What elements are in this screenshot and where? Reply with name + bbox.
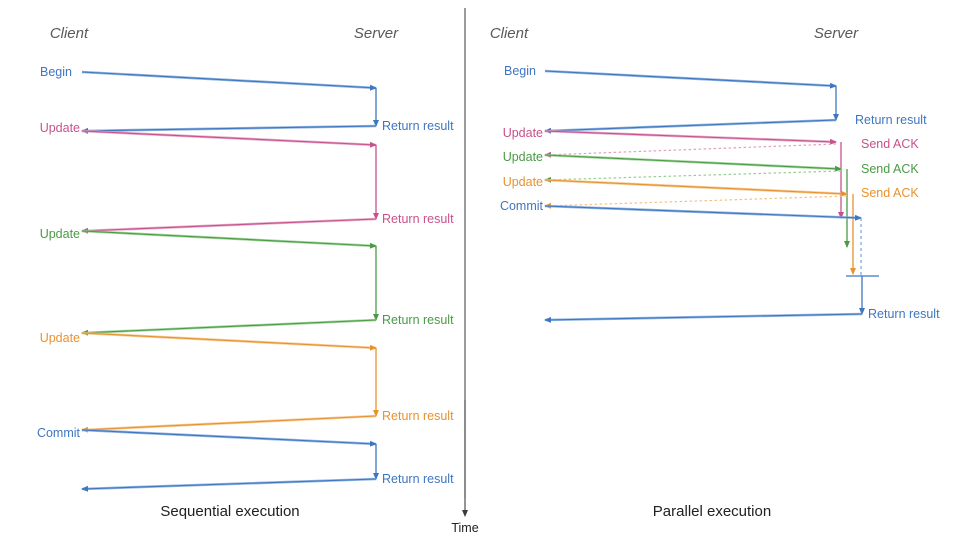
server-label-return-result-4-sequential: Return result bbox=[382, 472, 454, 486]
server-label-return-result-4-parallel: Return result bbox=[868, 307, 940, 321]
client-label-update-1-sequential: Update bbox=[40, 121, 80, 135]
message-commit-response-sequential bbox=[81, 478, 377, 492]
message-update1-request-parallel bbox=[544, 130, 837, 145]
panel-caption-sequential: Sequential execution bbox=[160, 503, 299, 520]
server-label-send-ack-1-parallel: Send ACK bbox=[861, 137, 919, 151]
server-label-return-result-2-sequential: Return result bbox=[382, 313, 454, 327]
client-label-update-2-parallel: Update bbox=[503, 150, 543, 164]
message-update1-ack-parallel bbox=[544, 143, 837, 158]
message-update2-request-sequential bbox=[81, 230, 377, 249]
message-update2-request-parallel bbox=[544, 154, 842, 172]
lane-header-client-parallel: Client bbox=[490, 25, 529, 42]
server-label-return-result-0-sequential: Return result bbox=[382, 119, 454, 133]
server-label-return-result-3-sequential: Return result bbox=[382, 409, 454, 423]
message-update3-response-sequential bbox=[81, 415, 377, 433]
message-begin-response-parallel bbox=[544, 119, 837, 134]
message-update3-request-sequential bbox=[81, 332, 377, 351]
message-update1-response-sequential bbox=[81, 218, 377, 234]
lane-header-client-sequential: Client bbox=[50, 25, 89, 42]
client-label-update-1-parallel: Update bbox=[503, 126, 543, 140]
message-update2-ack-parallel bbox=[544, 170, 842, 183]
client-label-begin-0-parallel: Begin bbox=[504, 64, 536, 78]
lane-header-server-sequential: Server bbox=[354, 25, 399, 42]
message-commit-response-parallel bbox=[544, 313, 863, 323]
client-label-commit-4-parallel: Commit bbox=[500, 199, 544, 213]
message-update2-response-sequential bbox=[81, 319, 377, 336]
server-label-return-result-0-parallel: Return result bbox=[855, 113, 927, 127]
divider-layer: Time bbox=[451, 8, 479, 535]
message-update1-request-sequential bbox=[81, 130, 377, 148]
client-label-begin-0-sequential: Begin bbox=[40, 65, 72, 79]
client-label-update-3-parallel: Update bbox=[503, 175, 543, 189]
lane-header-server-parallel: Server bbox=[814, 25, 859, 42]
message-begin-request-sequential bbox=[81, 71, 377, 91]
client-label-commit-4-sequential: Commit bbox=[37, 426, 81, 440]
server-label-send-ack-3-parallel: Send ACK bbox=[861, 186, 919, 200]
message-begin-request-parallel bbox=[544, 70, 837, 89]
message-commit-request-parallel bbox=[544, 205, 862, 221]
captions-layer: Sequential execution Parallel execution bbox=[160, 503, 771, 520]
time-axis-label: Time bbox=[451, 521, 478, 535]
message-begin-response-sequential bbox=[81, 125, 377, 134]
server-label-return-result-1-sequential: Return result bbox=[382, 212, 454, 226]
message-commit-request-sequential bbox=[81, 429, 377, 447]
message-update3-ack-parallel bbox=[544, 195, 848, 209]
client-label-update-2-sequential: Update bbox=[40, 227, 80, 241]
client-label-update-3-sequential: Update bbox=[40, 331, 80, 345]
panel-caption-parallel: Parallel execution bbox=[653, 503, 771, 520]
server-label-send-ack-2-parallel: Send ACK bbox=[861, 162, 919, 176]
messages-layer bbox=[81, 69, 879, 492]
message-update3-request-parallel bbox=[544, 179, 848, 197]
